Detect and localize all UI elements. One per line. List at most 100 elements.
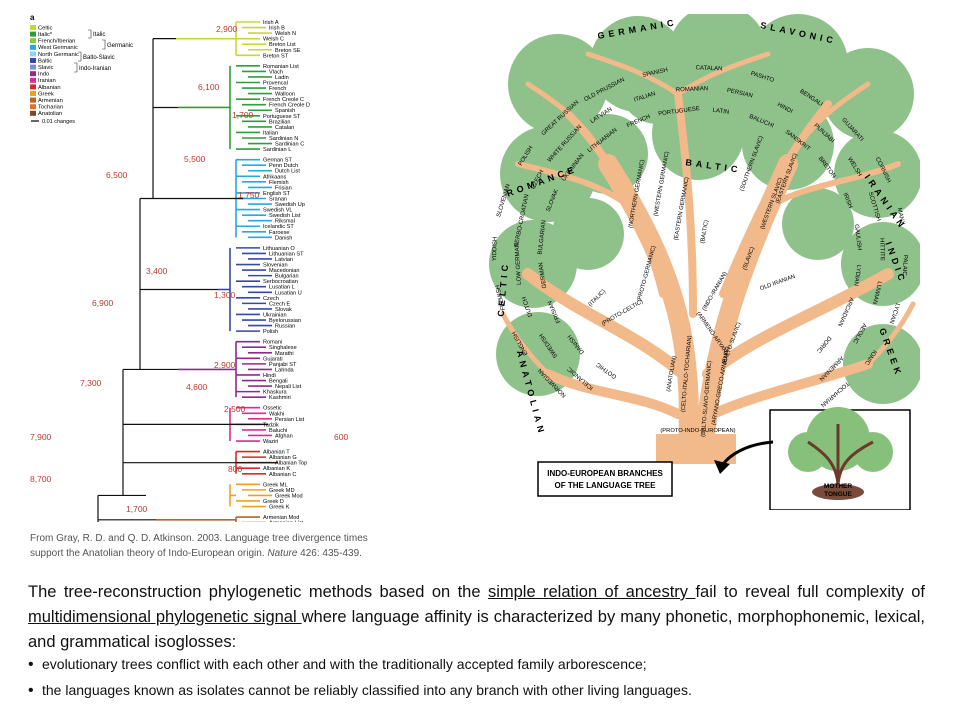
legend-label: Celtic xyxy=(38,25,53,31)
language-label: German ST xyxy=(263,158,292,164)
divergence-date: 7,900 xyxy=(30,432,52,442)
legend-swatch xyxy=(30,84,36,90)
language-label: Italian xyxy=(263,130,278,136)
language-label: Romanian List xyxy=(263,64,299,70)
bullet-text: evolutionary trees conflict with each ot… xyxy=(42,656,647,672)
language-label: Sardinian L xyxy=(263,147,291,153)
language-label: Albanian T xyxy=(263,450,290,456)
legend-label: Baltic xyxy=(38,58,52,64)
underlined-ancestry: simple relation of ancestry xyxy=(487,583,696,601)
language-label: Russian xyxy=(275,324,295,330)
phylo-divergence-dates: 8,7007,9007,3006,9006,5006,1005,5004,600… xyxy=(30,24,348,514)
language-label: Lahnda xyxy=(275,367,295,373)
legend-label: French/Iberian xyxy=(38,39,75,45)
leaf-language-label: LYDIAN xyxy=(852,264,861,286)
divergence-date: 2,900 xyxy=(214,360,236,370)
divergence-date: 1,700 xyxy=(126,504,148,514)
language-label: Ukrainian xyxy=(263,312,287,318)
leaf-language-label: ROMANIAN xyxy=(676,86,709,93)
underlined-signal: multidimensional phylogenetic signal xyxy=(28,608,302,626)
language-label: Latvian xyxy=(275,257,293,263)
legend-group-italic: Italic xyxy=(93,32,105,38)
legend-swatch xyxy=(30,104,36,110)
language-label: Sardinian C xyxy=(275,142,304,148)
legend-group-balto-slavic: Balto-Slavic xyxy=(83,55,115,61)
legend-swatch xyxy=(30,64,36,70)
leaf-language-label: LATIN xyxy=(712,108,729,116)
language-label: Welsh C xyxy=(263,37,284,43)
divergence-date: 5,500 xyxy=(184,154,206,164)
language-label: Greek Mod xyxy=(275,493,303,499)
language-label: French Creole D xyxy=(269,103,310,109)
citation-line2: support the Anatolian theory of Indo-Eur… xyxy=(30,546,490,561)
body-paragraph: The tree-reconstruction phylogenetic met… xyxy=(28,580,925,655)
paragraph-text-2: fail to reveal full complexity of xyxy=(695,583,925,601)
language-label: Lithuanian ST xyxy=(269,251,304,257)
legend-label: Indo xyxy=(38,72,49,78)
language-label: Riksmal xyxy=(275,219,295,225)
language-label: Kashmiri xyxy=(269,395,291,401)
legend-label: Slavic xyxy=(38,65,54,71)
language-label: Macedonian xyxy=(269,268,299,274)
legend-swatch xyxy=(30,58,36,63)
bullet-list: • evolutionary trees conflict with each o… xyxy=(28,656,928,708)
divergence-date: 2,500 xyxy=(224,404,246,414)
language-label: Swedish Up xyxy=(275,202,305,208)
legend-label: Albanian xyxy=(38,85,61,91)
divergence-date: 800 xyxy=(228,464,242,474)
tree-trunk xyxy=(500,51,916,464)
language-label: Sardinian N xyxy=(269,136,298,142)
branch-label: CELTIC xyxy=(496,260,511,317)
leaf-language-label: GAULISH xyxy=(853,224,862,251)
language-label: Serbocroatian xyxy=(263,279,298,285)
divergence-date: 4,600 xyxy=(186,382,208,392)
language-label: Byelorussian xyxy=(269,318,301,324)
legend-group-indo-iranian: Indo-Iranian xyxy=(79,66,111,72)
language-label: Provencal xyxy=(263,80,288,86)
leaf-language-label: LOW GERMAN xyxy=(514,243,523,285)
language-label: Ladin xyxy=(275,75,289,81)
language-label: Bulgarian xyxy=(275,274,299,280)
phylo-backbone xyxy=(97,38,278,522)
language-label: Swedish VL xyxy=(263,208,293,214)
trunk-base xyxy=(656,434,736,464)
tree-foliage xyxy=(489,14,920,404)
language-label: Czech xyxy=(263,296,279,302)
legend-swatch xyxy=(30,97,36,103)
language-label: Albanian K xyxy=(263,466,290,472)
leaf-language-label: FLEMISH xyxy=(495,284,507,311)
legend-label: Italic* xyxy=(38,32,53,38)
bullet-marker: • xyxy=(28,682,34,699)
divergence-date: 3,400 xyxy=(146,266,168,276)
language-label: Flemish xyxy=(269,180,289,186)
citation-pages: 426: 435-439. xyxy=(297,548,362,559)
language-label: Swedish List xyxy=(269,213,301,219)
leaf-language-label: HITTITE xyxy=(878,238,885,261)
language-label: Albanian G xyxy=(269,455,297,461)
divergence-date: 1,750 xyxy=(238,190,260,200)
language-label: Bengali xyxy=(269,379,288,385)
legend-swatch xyxy=(30,71,36,77)
legend-swatch xyxy=(30,51,36,57)
leaf-language-label: MANX xyxy=(896,207,905,225)
mother-tongue-inset: MOTHER TONGUE xyxy=(769,407,911,510)
language-label: Catalan xyxy=(275,125,294,131)
language-label: Baluchi xyxy=(269,428,287,434)
language-label: Albanian Top xyxy=(275,461,307,467)
leaf-cluster xyxy=(552,198,624,270)
language-label: Breton List xyxy=(269,42,296,48)
paragraph-text-1: The tree-reconstruction phylogenetic met… xyxy=(28,583,488,601)
mother-line1: MOTHER xyxy=(824,483,852,490)
language-label: Walloon xyxy=(275,92,295,98)
language-label: Tadzik xyxy=(263,422,279,428)
legend-label: West Germanic xyxy=(38,45,78,51)
arrow-head xyxy=(714,460,730,474)
divergence-date: 600 xyxy=(334,432,348,442)
paragraph-text-3: where language affinity is characterized… xyxy=(28,608,926,651)
leaf-language-label: IRISH xyxy=(841,192,853,209)
language-label: Czech E xyxy=(269,301,290,307)
divergence-date: 1,700 xyxy=(232,110,254,120)
language-label: Slovak xyxy=(275,307,292,313)
language-label: Gujarati xyxy=(263,356,283,362)
language-label: Irish B xyxy=(269,26,285,32)
